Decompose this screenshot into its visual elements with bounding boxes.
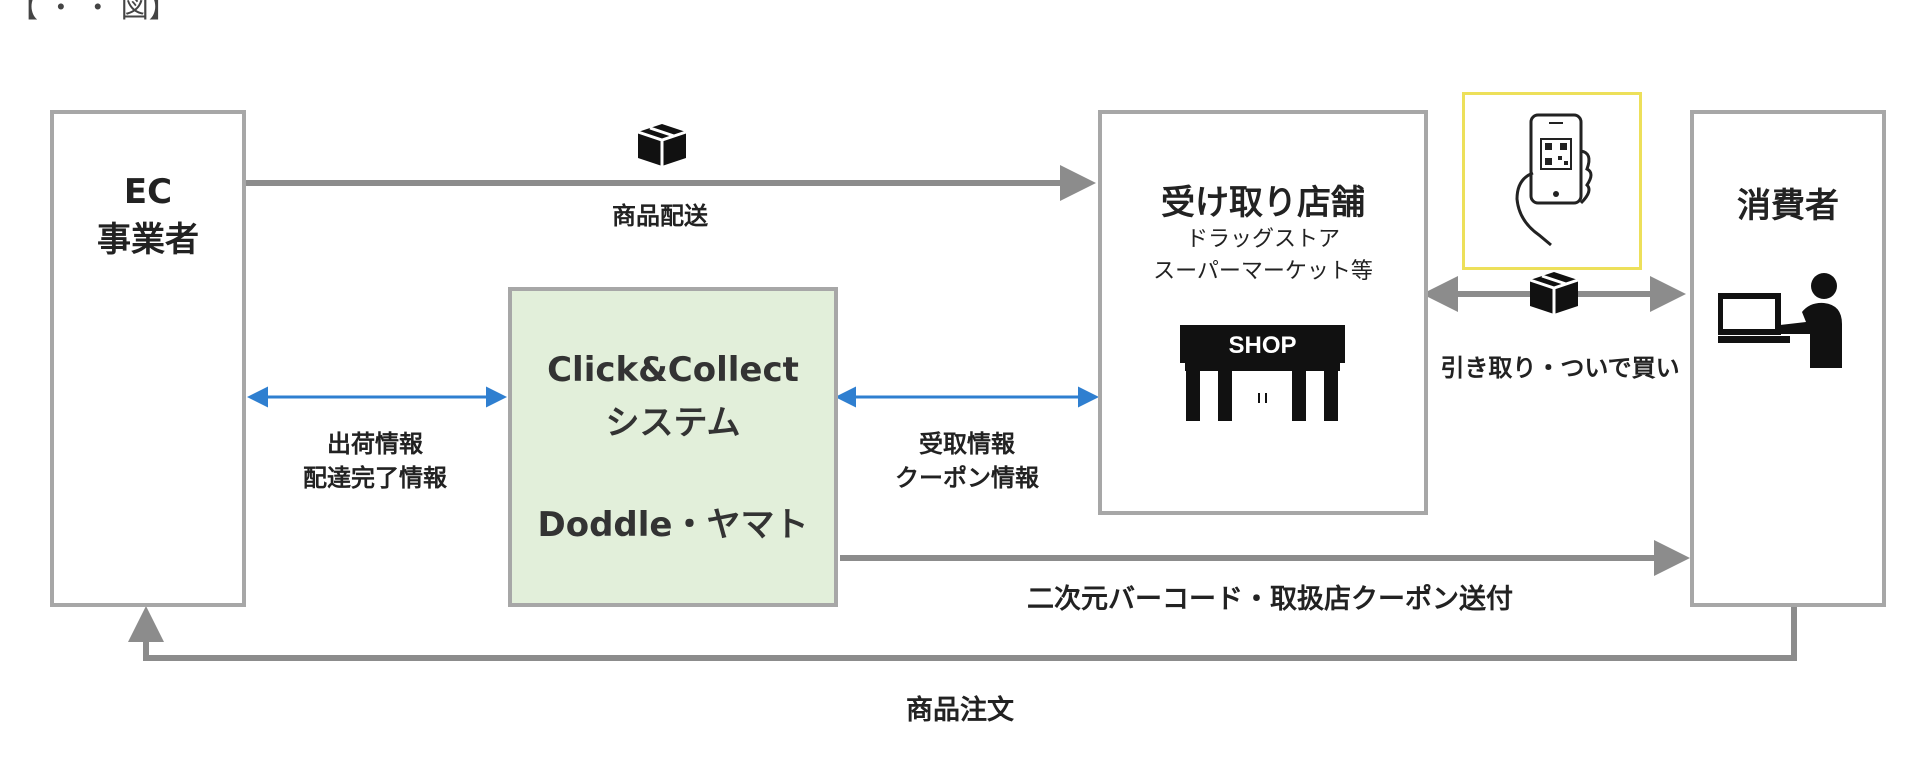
person-computer-icon: [1717, 272, 1848, 370]
order-label: 商品注文: [906, 695, 1014, 726]
pickup-label: 引き取り・ついで買い: [1440, 354, 1680, 382]
system-label-line1: Click&Collect: [547, 350, 799, 390]
shipment-info-line2: 配達完了情報: [303, 464, 447, 492]
barcode-coupon-label: 二次元バーコード・取扱店クーポン送付: [1027, 584, 1513, 615]
pickup-store-box: [1098, 110, 1428, 515]
consumer-box: [1690, 110, 1886, 607]
shop-sign-text: SHOP: [1228, 332, 1296, 359]
qr-phone-icon: [1515, 113, 1593, 247]
consumer-title: 消費者: [1737, 186, 1839, 226]
ec-label-line1: EC: [123, 172, 173, 212]
store-subtitle-2: スーパーマーケット等: [1153, 259, 1373, 284]
ec-operator-box: [50, 110, 246, 607]
package-icon-pickup: [1524, 270, 1584, 316]
qr-phone-panel: [1462, 92, 1642, 270]
receipt-info-line2: クーポン情報: [895, 464, 1039, 492]
receipt-info-line1: 受取情報: [919, 430, 1015, 458]
shop-icon: SHOP: [1180, 323, 1345, 423]
package-icon-shipping: [632, 122, 692, 168]
shipping-label: 商品配送: [612, 202, 708, 230]
ec-label-line2: 事業者: [97, 220, 199, 260]
system-label-line2: システム: [605, 403, 741, 443]
figure-caption: 【 ・ ・ 図】: [10, 0, 177, 24]
store-subtitle-1: ドラッグストア: [1185, 227, 1340, 252]
system-label-line3: Doddle・ヤマト: [537, 505, 809, 545]
shipment-info-line1: 出荷情報: [327, 430, 423, 458]
click-collect-system-box: [508, 287, 838, 607]
order-arrow: [128, 603, 1797, 661]
store-title: 受け取り店舗: [1161, 183, 1365, 223]
